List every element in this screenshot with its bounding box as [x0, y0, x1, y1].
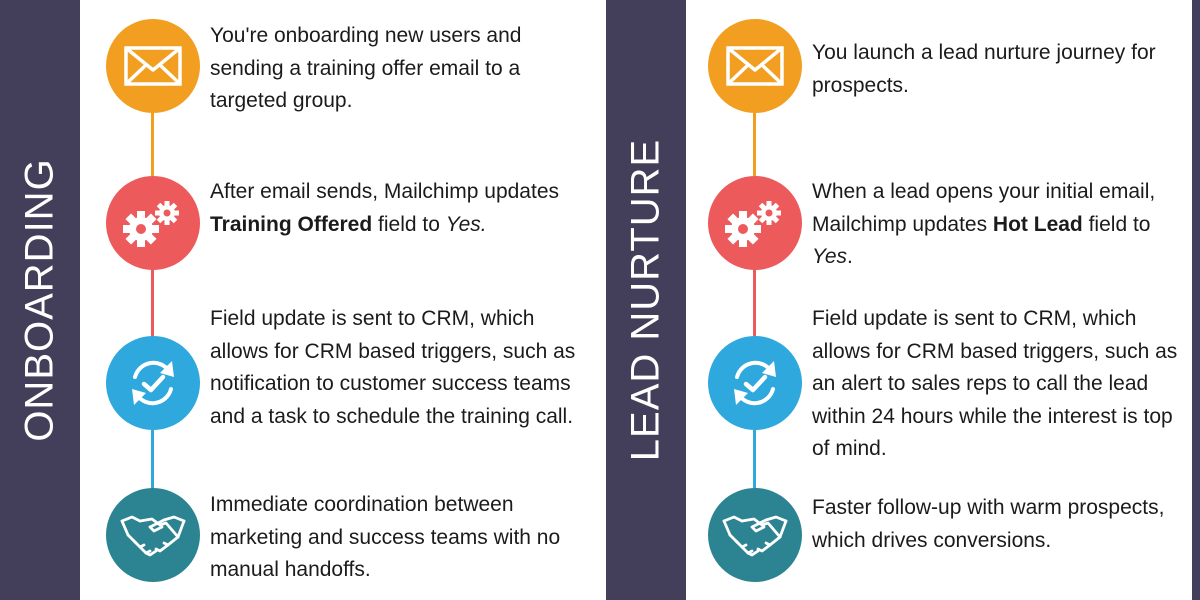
text-run: You launch a lead nurture journey for pr…	[812, 41, 1156, 97]
sync-check-icon	[132, 360, 174, 406]
emphasis-italic: Yes	[812, 245, 848, 268]
text-run: field to	[1082, 212, 1151, 236]
coordination-step-circle	[708, 488, 802, 582]
connector-line	[151, 268, 154, 338]
lead-nurture-band: LEAD NURTURE	[606, 0, 686, 600]
emphasis-italic: Yes.	[445, 212, 487, 236]
update-step-circle	[106, 176, 200, 270]
step-text: When a lead opens your initial email, Ma…	[812, 176, 1182, 274]
gears-icon	[123, 201, 179, 247]
text-run: You're onboarding new users and sending …	[210, 24, 522, 112]
connector-line	[753, 112, 756, 176]
text-run: Field update is sent to CRM, which allow…	[812, 307, 1178, 460]
gears-icon	[725, 201, 781, 247]
update-step-circle	[708, 176, 802, 270]
crm-step-circle	[106, 336, 200, 430]
connector-line	[151, 112, 154, 176]
emphasis-bold: Training Offered	[210, 212, 373, 236]
text-run: .	[847, 245, 853, 268]
connector-line	[151, 430, 154, 490]
step-text: You're onboarding new users and sending …	[210, 20, 580, 118]
onboarding-band: ONBOARDING	[0, 0, 80, 600]
right-edge-band	[1192, 0, 1200, 600]
sync-check-icon	[734, 360, 776, 406]
connector-line	[753, 430, 756, 490]
text-run: field to	[372, 212, 446, 236]
text-run: Faster follow-up with warm prospects, wh…	[812, 496, 1165, 552]
envelope-icon	[726, 46, 784, 86]
band-label-onboarding: ONBOARDING	[17, 158, 62, 442]
step-text: Immediate coordination between marketing…	[210, 489, 580, 587]
crm-step-circle	[708, 336, 802, 430]
text-run: Field update is sent to CRM, which allow…	[210, 307, 576, 428]
step-text: Field update is sent to CRM, which allow…	[210, 303, 580, 433]
text-run: When a lead opens your initial email, Ma…	[812, 180, 1156, 236]
connector-line	[753, 268, 756, 338]
email-step-circle	[708, 19, 802, 113]
text-run: After email sends, Mailchimp updates	[210, 180, 559, 203]
step-text: After email sends, Mailchimp updates Tra…	[210, 176, 580, 241]
email-step-circle	[106, 19, 200, 113]
step-text: Field update is sent to CRM, which allow…	[812, 303, 1182, 466]
handshake-icon	[722, 515, 788, 557]
text-run: Immediate coordination between marketing…	[210, 493, 561, 581]
step-text: You launch a lead nurture journey for pr…	[812, 37, 1182, 102]
envelope-icon	[124, 46, 182, 86]
step-text: Faster follow-up with warm prospects, wh…	[812, 492, 1182, 557]
coordination-step-circle	[106, 488, 200, 582]
band-label-lead-nurture: LEAD NURTURE	[623, 138, 668, 462]
emphasis-bold: Hot Lead	[992, 212, 1083, 236]
handshake-icon	[120, 515, 186, 557]
